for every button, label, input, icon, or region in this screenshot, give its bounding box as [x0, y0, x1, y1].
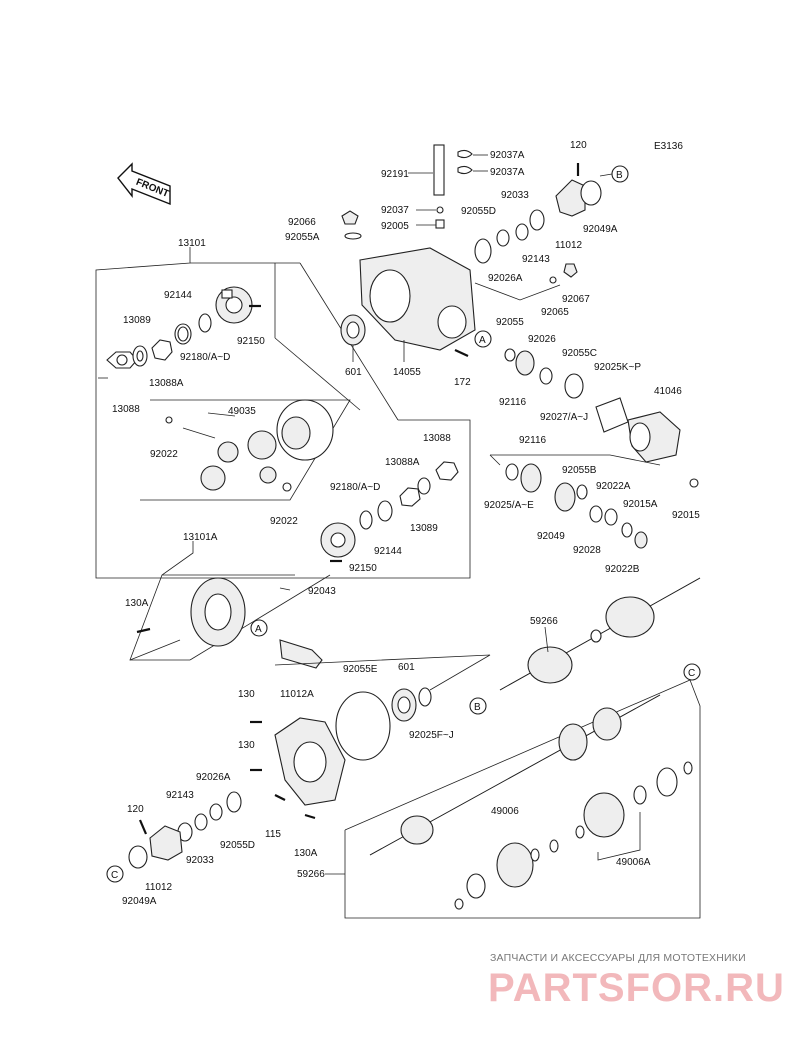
label-92005: 92005 — [381, 221, 409, 232]
left-diff-parts — [98, 286, 261, 379]
label-92025fj: 92025F~J — [409, 730, 454, 741]
label-13089-a: 13089 — [123, 315, 151, 326]
label-14055: 14055 — [393, 367, 421, 378]
callout-a-left-label: A — [255, 624, 262, 635]
label-92037: 92037 — [381, 205, 409, 216]
label-13089-b: 13089 — [410, 523, 438, 534]
label-92055: 92055 — [496, 317, 524, 328]
front-arrow-icon: FRONT — [117, 162, 171, 206]
label-92116-2: 92116 — [519, 435, 547, 446]
output-shaft-parts — [489, 348, 699, 549]
label-92055d-1: 92055D — [461, 206, 496, 217]
label-172: 172 — [454, 377, 471, 388]
label-120-2: 120 — [127, 804, 144, 815]
label-92055a: 92055A — [285, 232, 320, 243]
upper-drive-shaft — [499, 577, 701, 691]
label-92028: 92028 — [573, 545, 601, 556]
callout-c-left — [106, 865, 124, 883]
final-drive-parts — [128, 654, 491, 869]
label-92026: 92026 — [528, 334, 556, 345]
label-92022-a: 92022 — [150, 449, 178, 460]
label-92066: 92066 — [288, 217, 316, 228]
label-13101a: 13101A — [183, 532, 218, 543]
label-92055b: 92055B — [562, 465, 597, 476]
label-92026a-2: 92026A — [196, 772, 231, 783]
label-59266-1: 59266 — [530, 616, 558, 627]
label-11012a: 11012A — [280, 689, 314, 700]
callout-c-right-label: C — [688, 668, 695, 679]
label-92150-a: 92150 — [237, 336, 265, 347]
label-115: 115 — [265, 829, 281, 840]
label-92191: 92191 — [381, 169, 409, 180]
label-92180-b: 92180/A~D — [330, 482, 380, 493]
watermark-text: ЗАПЧАСТИ И АКСЕССУАРЫ ДЛЯ МОТОТЕХНИКИ — [490, 952, 746, 964]
ring-gear-assembly — [129, 541, 331, 669]
label-92022a-side: 92022A — [596, 481, 631, 492]
label-92027: 92027/A~J — [540, 412, 588, 423]
diagram-code: E3136 — [654, 141, 683, 152]
label-92144-a: 92144 — [164, 290, 192, 301]
label-11012-1: 11012 — [555, 240, 583, 251]
label-49035: 49035 — [228, 406, 256, 417]
label-92033-2: 92033 — [186, 855, 214, 866]
label-92049a-2: 92049A — [122, 896, 157, 907]
callout-b-bottom-label: B — [474, 702, 481, 713]
callout-b-top-label: B — [616, 170, 623, 181]
label-59266-2: 59266 — [297, 869, 325, 880]
label-92116-1: 92116 — [499, 397, 527, 408]
label-92065: 92065 — [541, 307, 569, 318]
label-130a-2: 130A — [294, 848, 318, 859]
label-92037a-2: 92037A — [490, 167, 525, 178]
callout-a-right-label: A — [479, 335, 486, 346]
label-13088a-a: 13088A — [149, 378, 184, 389]
label-601-2: 601 — [398, 662, 415, 673]
label-92055e: 92055E — [343, 664, 378, 675]
label-49006a: 49006A — [616, 857, 651, 868]
lower-drive-shaft — [344, 679, 701, 919]
label-11012-2: 11012 — [145, 882, 173, 893]
label-92037a-1: 92037A — [490, 150, 525, 161]
label-92055d-2: 92055D — [220, 840, 255, 851]
label-92049a-1: 92049A — [583, 224, 618, 235]
callout-c-right — [683, 663, 701, 681]
label-92150-b: 92150 — [349, 563, 377, 574]
label-92055c: 92055C — [562, 348, 597, 359]
label-92022-b: 92022 — [270, 516, 298, 527]
label-92143-2: 92143 — [166, 790, 194, 801]
label-92015a: 92015A — [623, 499, 658, 510]
label-601-1: 601 — [345, 367, 362, 378]
label-92043: 92043 — [308, 586, 336, 597]
label-92026a-1: 92026A — [488, 273, 523, 284]
label-92143-1: 92143 — [522, 254, 550, 265]
right-diff-parts — [320, 461, 459, 563]
label-49006: 49006 — [491, 806, 519, 817]
label-130-2: 130 — [238, 740, 255, 751]
label-13088-b: 13088 — [423, 433, 451, 444]
differential-gears — [140, 399, 351, 501]
label-92049: 92049 — [537, 531, 565, 542]
label-13101: 13101 — [178, 238, 206, 249]
callout-a-left — [250, 619, 268, 637]
label-13088a-b: 13088A — [385, 457, 420, 468]
watermark-logo: PARTSFOR.RU — [488, 966, 785, 1010]
label-92144-b: 92144 — [374, 546, 402, 557]
label-92067: 92067 — [562, 294, 590, 305]
callout-b-bottom — [469, 697, 487, 715]
label-92025kp: 92025K~P — [594, 362, 641, 373]
label-130-1: 130 — [238, 689, 255, 700]
label-92022b-side: 92022B — [605, 564, 640, 575]
label-41046: 41046 — [654, 386, 682, 397]
label-92015: 92015 — [672, 510, 700, 521]
label-13088-a: 13088 — [112, 404, 140, 415]
label-92025ae: 92025/A~E — [484, 500, 534, 511]
label-130a-1: 130A — [125, 598, 149, 609]
label-120-1: 120 — [570, 140, 587, 151]
label-92033-1: 92033 — [501, 190, 529, 201]
callout-a-right — [474, 330, 492, 348]
callout-c-left-label: C — [111, 870, 118, 881]
gear-case-parts — [340, 144, 602, 362]
label-92180-a: 92180/A~D — [180, 352, 230, 363]
